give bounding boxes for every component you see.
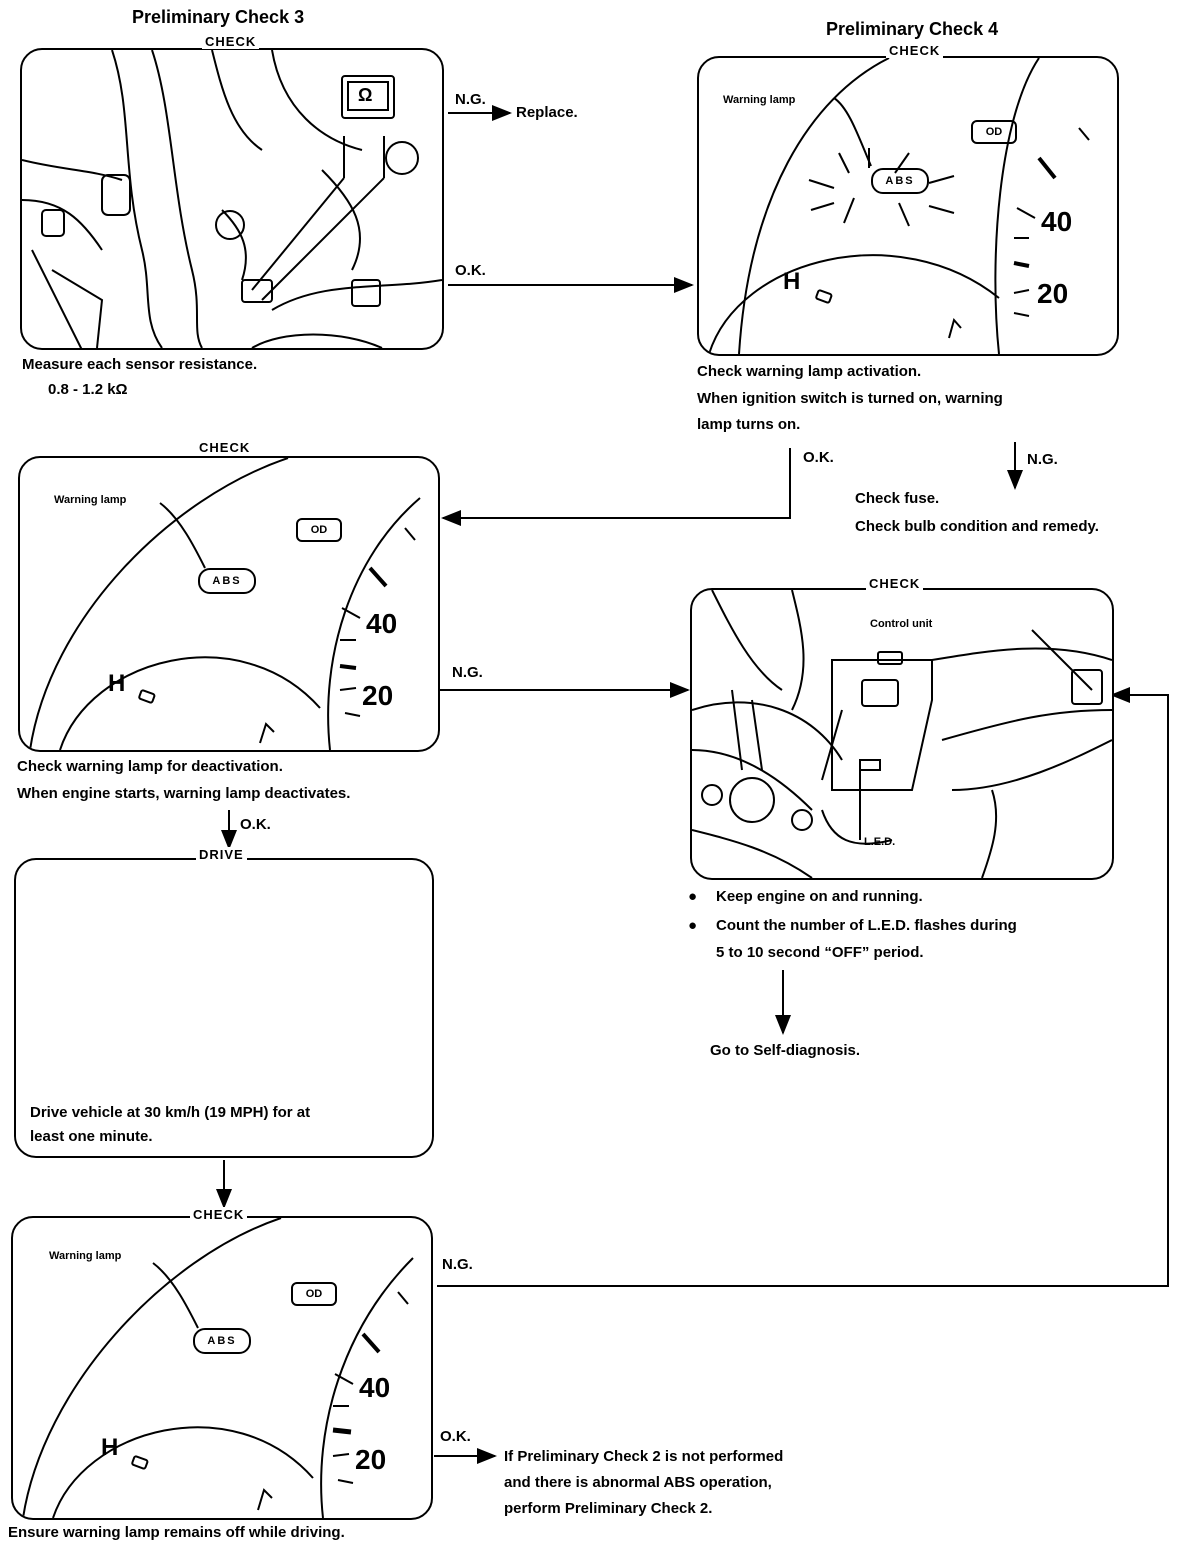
remains-off-caption: Ensure warning lamp remains off while dr…: [8, 1524, 345, 1541]
prelim4-panel: Warning lamp ABS OD 40 20 H: [697, 56, 1119, 356]
remains-off-panel: Warning lamp ABS OD 40 20 H: [11, 1216, 433, 1520]
remains-off-speed-40: 40: [359, 1372, 391, 1403]
arrow-remains-ng: [437, 687, 1169, 1287]
prelim3-ok-label: O.K.: [455, 262, 486, 279]
prelim4-ng-action-line2: Check bulb condition and remedy.: [855, 518, 1099, 535]
control-unit-bullet1: Keep engine on and running.: [716, 888, 923, 905]
deactivation-speed-20: 20: [362, 680, 394, 711]
remains-off-temp-h: H: [101, 1434, 119, 1461]
deactivation-ng-label: N.G.: [452, 664, 483, 681]
control-unit-bullet2-line1: Count the number of L.E.D. flashes durin…: [716, 917, 1017, 934]
prelim4-caption-line2: When ignition switch is turned on, warni…: [697, 390, 1003, 407]
ohmmeter-symbol: Ω: [358, 85, 373, 105]
deactivation-caption-line2: When engine starts, warning lamp deactiv…: [17, 785, 351, 802]
prelim3-caption-line2: 0.8 - 1.2 kΩ: [48, 381, 128, 398]
prelim4-temp-h: H: [783, 268, 801, 295]
drive-panel-label: DRIVE: [196, 847, 247, 862]
remains-off-ok-action-line3: perform Preliminary Check 2.: [504, 1500, 713, 1517]
deactivation-od-indicator: OD: [296, 518, 342, 542]
control-unit-panel: Control unit L.E.D.: [690, 588, 1114, 880]
drive-text-line1: Drive vehicle at 30 km/h (19 MPH) for at: [30, 1104, 311, 1121]
remains-off-ng-label: N.G.: [442, 1256, 473, 1273]
prelim3-ng-action: Replace.: [516, 104, 578, 121]
prelim4-warning-lamp-label: Warning lamp: [723, 94, 796, 106]
deactivation-temp-h: H: [108, 670, 126, 697]
drive-text-line2: least one minute.: [30, 1128, 153, 1145]
deactivation-ok-label: O.K.: [240, 816, 271, 833]
bullet-dot-2: ●: [688, 917, 698, 934]
arrow-prelim4-ok: [441, 448, 791, 526]
prelim3-ng-label: N.G.: [455, 91, 486, 108]
bullet-dot-1: ●: [688, 888, 698, 905]
remains-off-ok-action-line1: If Preliminary Check 2 is not performed: [504, 1448, 784, 1465]
deactivation-caption-line1: Check warning lamp for deactivation.: [17, 758, 283, 775]
control-unit-bullet2-line2: 5 to 10 second “OFF” period.: [716, 944, 924, 961]
remains-off-ok-label: O.K.: [440, 1428, 471, 1445]
prelim4-speed-40: 40: [1041, 206, 1073, 237]
remains-off-speed-20: 20: [355, 1444, 387, 1475]
remains-off-panel-label: CHECK: [190, 1207, 248, 1222]
instrument-cluster-illustration: [22, 1218, 414, 1518]
remains-off-warning-lamp-label: Warning lamp: [49, 1250, 122, 1262]
prelim4-od-indicator: OD: [971, 120, 1017, 144]
prelim3-caption-line1: Measure each sensor resistance.: [22, 356, 258, 373]
deactivation-panel: Warning lamp ABS OD 40 20 H: [18, 456, 440, 752]
prelim4-title: Preliminary Check 4: [826, 19, 999, 39]
remains-off-ok-action-line2: and there is abnormal ABS operation,: [504, 1474, 772, 1491]
prelim4-speed-20: 20: [1037, 278, 1069, 309]
drive-panel: Drive vehicle at 30 km/h (19 MPH) for at…: [14, 858, 434, 1158]
remains-off-od-indicator: OD: [291, 1282, 337, 1306]
prelim4-ng-label: N.G.: [1027, 451, 1058, 468]
goto-self-diagnosis: Go to Self-diagnosis.: [710, 1042, 861, 1059]
remains-off-abs-lamp: ABS: [193, 1328, 251, 1354]
prelim4-caption-line3: lamp turns on.: [697, 416, 801, 433]
instrument-cluster-illustration: [29, 458, 421, 750]
prelim4-panel-label: CHECK: [886, 43, 944, 58]
deactivation-speed-40: 40: [366, 608, 398, 639]
prelim4-caption-line1: Check warning lamp activation.: [697, 363, 922, 380]
control-unit-panel-label: CHECK: [866, 576, 924, 591]
deactivation-panel-label: CHECK: [196, 440, 254, 455]
deactivation-warning-lamp-label: Warning lamp: [54, 494, 127, 506]
control-unit-illustration: [692, 590, 1112, 878]
instrument-cluster-illustration: [708, 58, 1090, 354]
led-label: L.E.D.: [864, 836, 896, 848]
prelim4-ok-label: O.K.: [803, 449, 834, 466]
prelim3-panel-label: CHECK: [202, 34, 260, 49]
deactivation-abs-lamp: ABS: [198, 568, 256, 594]
prelim3-panel: Ω: [20, 48, 444, 350]
prelim4-abs-lamp: ABS: [871, 168, 929, 194]
engine-sensor-illustration: [22, 50, 442, 348]
prelim3-title: Preliminary Check 3: [132, 7, 305, 27]
control-unit-label: Control unit: [870, 618, 933, 630]
prelim4-ng-action-line1: Check fuse.: [855, 490, 940, 507]
